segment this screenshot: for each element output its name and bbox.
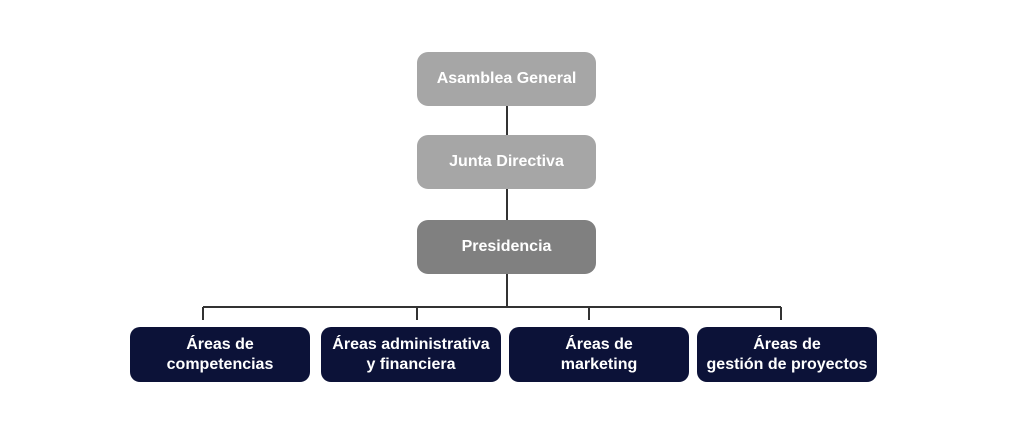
node-area-competencias: Áreas de competencias <box>130 327 310 382</box>
node-area-administrativa-financiera: Áreas administrativa y financiera <box>321 327 501 382</box>
node-asamblea-general: Asamblea General <box>417 52 596 106</box>
node-area-gestion-proyectos: Áreas de gestión de proyectos <box>697 327 877 382</box>
node-junta-directiva: Junta Directiva <box>417 135 596 189</box>
node-presidencia: Presidencia <box>417 220 596 274</box>
node-area-marketing: Áreas de marketing <box>509 327 689 382</box>
